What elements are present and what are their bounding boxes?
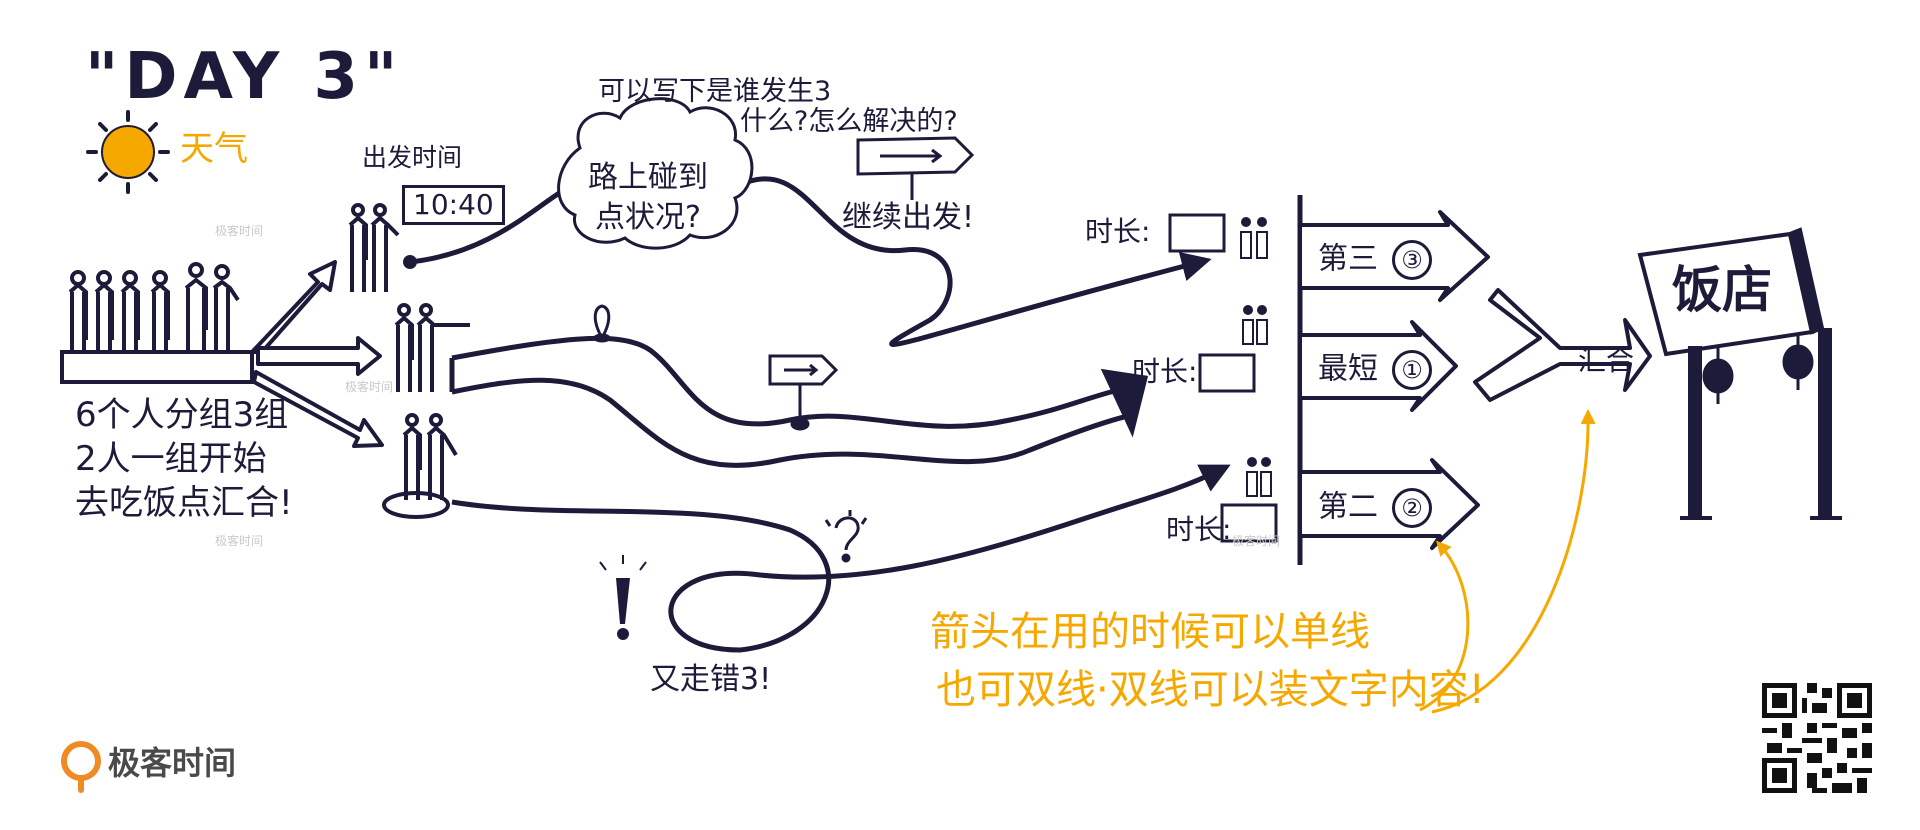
wrong-way-text: 又走错3! [650, 662, 772, 697]
route-name: 第二 [1318, 489, 1378, 525]
destination-label: 饭店 [1672, 261, 1772, 319]
note-arrows [1419, 409, 1596, 714]
route-top-path [736, 176, 1212, 347]
qr-code-icon [1762, 683, 1872, 793]
duration-label-top: 时长: [1085, 215, 1151, 248]
merge-label: 汇合 [1578, 344, 1635, 377]
route-label-second: 第二 ② [1318, 488, 1432, 528]
duration-label-bottom: 时长: [1166, 513, 1232, 546]
pair-bottom [382, 413, 458, 519]
weather-label: 天气 [180, 129, 248, 169]
watermark: 极客时间 [345, 380, 394, 394]
route-label-shortest: 最短 ① [1318, 350, 1432, 390]
duration-label-middle: 时长: [1132, 355, 1198, 388]
split-arrows [250, 260, 384, 448]
direction-sign-icon [856, 136, 975, 200]
note-line-1: 箭头在用的时候可以单线 [930, 609, 1370, 655]
note-line-2: 也可双线·双线可以装文字内容! [936, 667, 1485, 713]
lantern-icon [1702, 335, 1814, 404]
intro-text: 6个人分组3组 2人一组开始 去吃饭点汇合! [75, 393, 293, 525]
cloud-line: 路上碰到 [588, 160, 708, 195]
intro-line: 2人一组开始 [75, 439, 267, 479]
merge-arrow [1473, 288, 1652, 402]
watermark: 极客时间 [215, 224, 264, 238]
cloud-text: 路上碰到 点状况? [588, 158, 708, 238]
route-rank: ② [1392, 488, 1432, 528]
exclamation-icon [599, 555, 647, 640]
pair-icons [1240, 217, 1272, 497]
page-title: "DAY 3" [85, 40, 404, 114]
question-line-1: 可以写下是谁发生3 [598, 76, 832, 107]
sun-icon [86, 110, 170, 194]
logo-icon [61, 741, 101, 793]
location-pin-icon [593, 304, 611, 343]
departure-time: 10:40 [402, 185, 505, 225]
route-name: 第三 [1318, 241, 1378, 277]
cloud-bubble [557, 97, 754, 250]
route-label-third: 第三 ③ [1318, 240, 1432, 280]
route-bottom-path [451, 464, 1231, 653]
watermark: 极客时间 [1232, 534, 1281, 548]
question-icon [824, 510, 868, 563]
restaurant-sign [1637, 227, 1842, 520]
route-name: 最短 [1318, 351, 1378, 387]
intro-line: 去吃饭点汇合! [75, 483, 293, 523]
route-rank: ③ [1392, 240, 1432, 280]
route-rank: ① [1392, 350, 1432, 390]
cloud-line: 点状况? [595, 200, 701, 235]
continue-text: 继续出发! [842, 200, 975, 235]
group-of-six-people [60, 262, 254, 384]
pair-middle [394, 303, 470, 392]
signpost-icon [768, 354, 839, 431]
departure-label: 出发时间 [362, 143, 463, 172]
brand-logo-text: 极客时间 [108, 744, 237, 782]
intro-line: 6个人分组3组 [75, 395, 289, 435]
watermark: 极客时间 [215, 534, 264, 548]
timer-boxes [1168, 213, 1278, 543]
question-line-2: 什么?怎么解决的? [740, 106, 958, 137]
